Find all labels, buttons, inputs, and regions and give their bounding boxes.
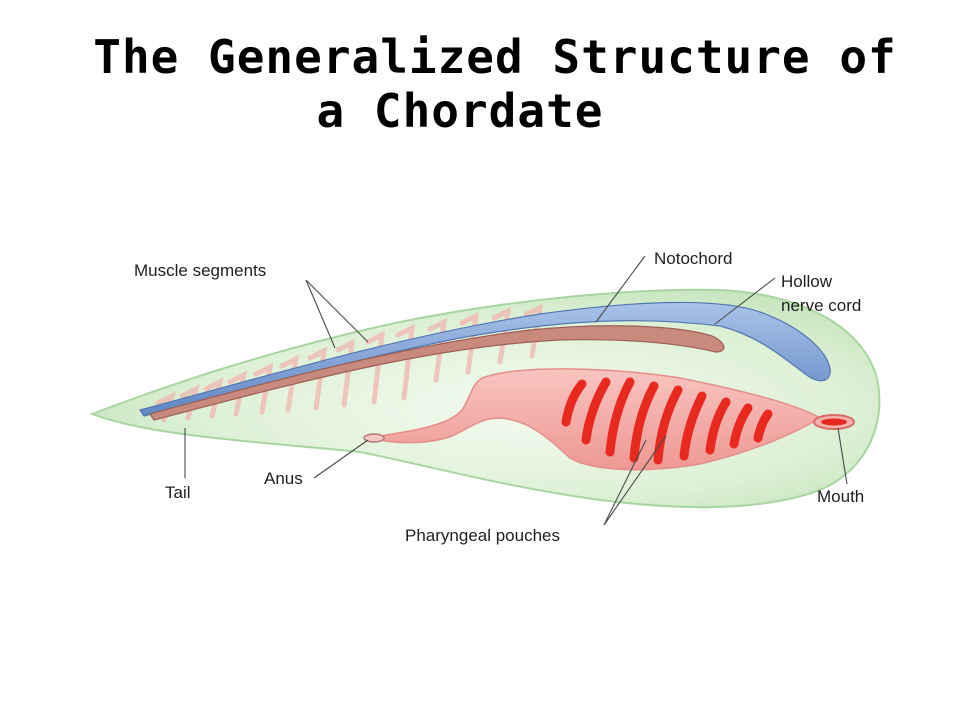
pharyngeal-pouch (729, 403, 753, 449)
label-mouth: Mouth (817, 487, 864, 506)
label-muscle-segments: Muscle segments (134, 261, 266, 280)
muscle-segment (253, 362, 274, 415)
muscle-segment (279, 354, 300, 413)
muscle-segment (307, 346, 328, 411)
pharyngeal-pouch (753, 409, 773, 443)
label-notochord: Notochord (654, 249, 732, 268)
pharyngeal-pouch (605, 377, 635, 457)
leader-muscle-2 (305, 279, 369, 343)
pharyngeal-pouch (581, 377, 611, 445)
leader-anus (313, 439, 369, 479)
label-nerve-cord-line2: nerve cord (781, 296, 861, 315)
leader-pouches-1 (603, 439, 647, 526)
pharyngeal-pouch (653, 385, 683, 465)
diagram-title: The Generalized Structure of a Chordate (0, 30, 960, 138)
leader-mouth (837, 427, 848, 485)
pharyngeal-pouch (679, 391, 707, 461)
anus (363, 433, 385, 443)
pharyngeal-pouch (705, 397, 731, 455)
muscle-segment (459, 311, 480, 375)
notochord (149, 325, 725, 421)
muscle-segment (427, 317, 448, 383)
label-pharyngeal-pouches: Pharyngeal pouches (405, 526, 560, 545)
leader-muscle-1 (305, 279, 336, 349)
title-line-1: The Generalized Structure of (93, 30, 897, 84)
pharyngeal-pouch (629, 381, 659, 463)
pharyngeal-pouch (561, 379, 587, 427)
label-tail: Tail (165, 483, 191, 502)
muscle-segment (365, 330, 386, 405)
pharyngeal-pouches (561, 377, 773, 465)
leader-pouches-2 (603, 435, 667, 526)
muscle-segment (227, 370, 248, 417)
muscle-segment (335, 338, 356, 408)
mouth-opening (821, 418, 847, 426)
label-nerve-cord-line1: Hollow (781, 272, 833, 291)
title-line-2: a Chordate (316, 84, 604, 138)
leader-lines (184, 255, 848, 526)
label-anus: Anus (264, 469, 303, 488)
muscle-segment (395, 323, 416, 401)
hollow-nerve-cord (139, 301, 831, 417)
leader-nerve-cord (714, 277, 776, 325)
leader-notochord (595, 255, 646, 323)
